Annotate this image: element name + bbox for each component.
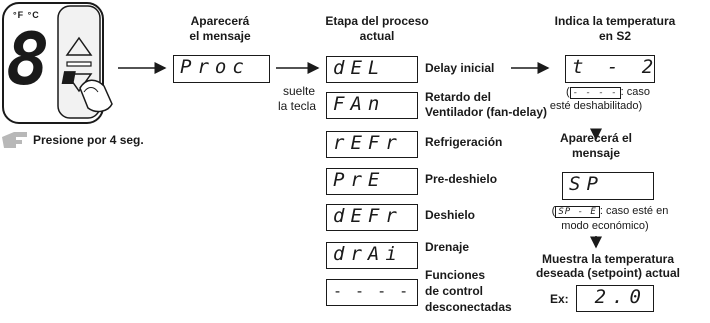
stage-label-fan-line2: Ventilador (fan-delay) (425, 105, 548, 119)
pointing-hand-icon (2, 132, 27, 148)
setpoint-title-line2: deseada (setpoint) actual (535, 266, 681, 280)
col2-title-line1: Etapa del proceso (325, 14, 429, 28)
note-disabled-display: - - - - (569, 87, 621, 99)
stage-label-fan-line1: Retardo del (425, 90, 492, 104)
setpoint-example-display: 2.0 (576, 285, 654, 312)
stage-display-disconnected: - - - - (326, 279, 418, 306)
example-label: Ex: (550, 292, 569, 306)
stage-display-refrigeration: rEFr (326, 131, 418, 158)
sp-msg-title-line1: Aparecerá el (559, 131, 633, 145)
up-arrow-key-icon[interactable] (65, 36, 93, 56)
note-economy-line2: modo económico) (561, 220, 649, 232)
stage-display-fan: FAn (326, 92, 418, 119)
release-key-line1: suelte (282, 84, 316, 98)
note-economy-display: SP - E (555, 206, 600, 218)
col1-title-line1: Aparecerá (190, 14, 250, 28)
stage-display-predefrost: PrE (326, 168, 418, 195)
note-disabled-line2: esté deshabilitado) (549, 100, 643, 112)
col3-title-line1: Indica la temperatura (554, 14, 676, 28)
col1-title-line2: el mensaje (189, 29, 251, 43)
unit-indicator: °F °C (13, 10, 40, 20)
note-economy: (SP - E: caso esté en (551, 205, 669, 218)
sp-display: SP (562, 172, 654, 200)
stage-display-drain: drAi (326, 242, 418, 269)
controller-digit-display: 8. (6, 17, 93, 101)
note-disabled: (- - - -: caso (566, 86, 650, 99)
stage-label-predefrost: Pre-deshielo (425, 172, 498, 186)
stage-display-delay: dEL (326, 56, 418, 83)
stage-label-disconnected-line2: de control (425, 284, 484, 298)
stage-label-drain: Drenaje (425, 240, 470, 254)
release-key-line2: la tecla (277, 99, 317, 113)
sp-msg-title-line2: mensaje (571, 146, 621, 160)
set-key-icon[interactable] (66, 61, 92, 67)
setpoint-title-line1: Muestra la temperatura (541, 252, 675, 266)
stage-display-defrost: dEFr (326, 204, 418, 231)
controller-device (2, 2, 113, 124)
proc-display: Proc (173, 55, 270, 83)
col3-title-line2: en S2 (598, 29, 631, 43)
stage-label-refrigeration: Refrigeración (425, 135, 503, 149)
press-instruction: Presione por 4 seg. (33, 133, 144, 147)
col2-title-line2: actual (359, 29, 395, 43)
stage-label-disconnected-line3: desconectadas (425, 300, 512, 314)
stage-label-delay: Delay inicial (425, 61, 495, 75)
stage-label-disconnected-line1: Funciones (425, 268, 486, 282)
stage-label-defrost: Deshielo (425, 208, 476, 222)
s2-display: t - 2 (565, 55, 655, 83)
